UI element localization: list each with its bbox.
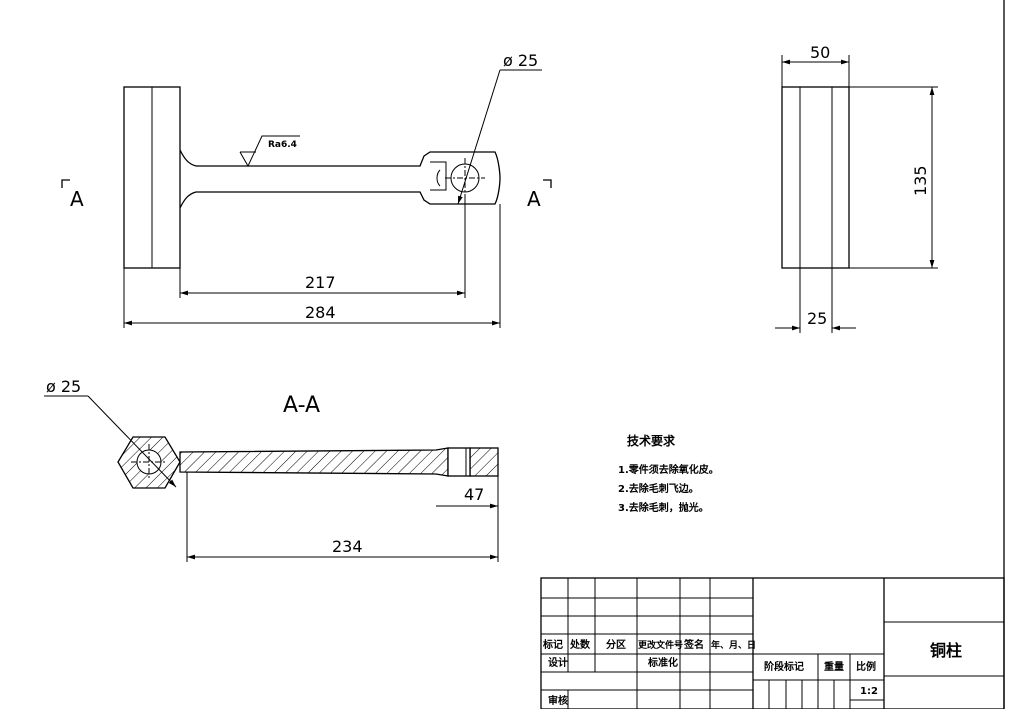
roughness-symbol — [239, 135, 300, 168]
front-hole-diameter: ø 25 — [503, 51, 538, 70]
dim-217: 217 — [305, 273, 336, 292]
tb-part-name: 铜柱 — [930, 641, 962, 660]
dim-234: 234 — [332, 537, 363, 556]
side-body — [781, 86, 850, 269]
tb-scale-label: 比例 — [856, 660, 876, 673]
side-view: 50 135 25 — [775, 43, 938, 333]
tech-item-2: 2.去除毛刺飞边。 — [618, 482, 699, 495]
tech-requirements: 技术要求 1.零件须去除氧化皮。 2.去除毛刺飞边。 3.去除毛刺，抛光。 — [618, 433, 719, 514]
section-marker-right: A — [527, 187, 541, 211]
tb-standardize: 标准化 — [647, 656, 678, 669]
front-view: Ra6.4 ø 25 217 284 A A — [61, 51, 552, 328]
tb-header-mark: 标记 — [542, 638, 563, 651]
tb-scale-value: 1:2 — [860, 686, 878, 697]
tb-header-date: 年、月、日 — [711, 639, 756, 651]
section-view: A-A ø 25 47 234 — [44, 377, 499, 562]
dim-47: 47 — [464, 485, 484, 504]
dim-135: 135 — [911, 165, 930, 196]
title-block: 标记 处数 分区 更改文件号 签名 年、月、日 设计 标准化 审核 阶段标记 重… — [540, 577, 1005, 709]
front-arm — [179, 149, 501, 209]
dim-50: 50 — [810, 43, 830, 62]
section-end — [469, 447, 499, 477]
tb-design: 设计 — [548, 656, 568, 669]
section-marker-left: A — [70, 187, 84, 211]
roughness-label: Ra6.4 — [268, 140, 297, 150]
dim-284: 284 — [305, 303, 336, 322]
tb-review: 审核 — [548, 694, 568, 707]
tb-header-zone: 分区 — [606, 638, 626, 651]
tb-stage-mark: 阶段标记 — [764, 660, 804, 673]
section-title: A-A — [283, 393, 320, 418]
tb-header-count: 处数 — [569, 638, 591, 651]
section-hole-diameter: ø 25 — [46, 377, 81, 396]
tb-weight: 重量 — [824, 660, 844, 673]
section-arm — [179, 447, 449, 477]
tb-header-doc: 更改文件号 — [638, 639, 683, 651]
dim-25: 25 — [807, 309, 827, 328]
tech-item-3: 3.去除毛刺，抛光。 — [618, 501, 709, 514]
tb-header-sign: 签名 — [683, 638, 704, 651]
tech-title: 技术要求 — [627, 433, 676, 448]
tech-item-1: 1.零件须去除氧化皮。 — [618, 463, 719, 476]
